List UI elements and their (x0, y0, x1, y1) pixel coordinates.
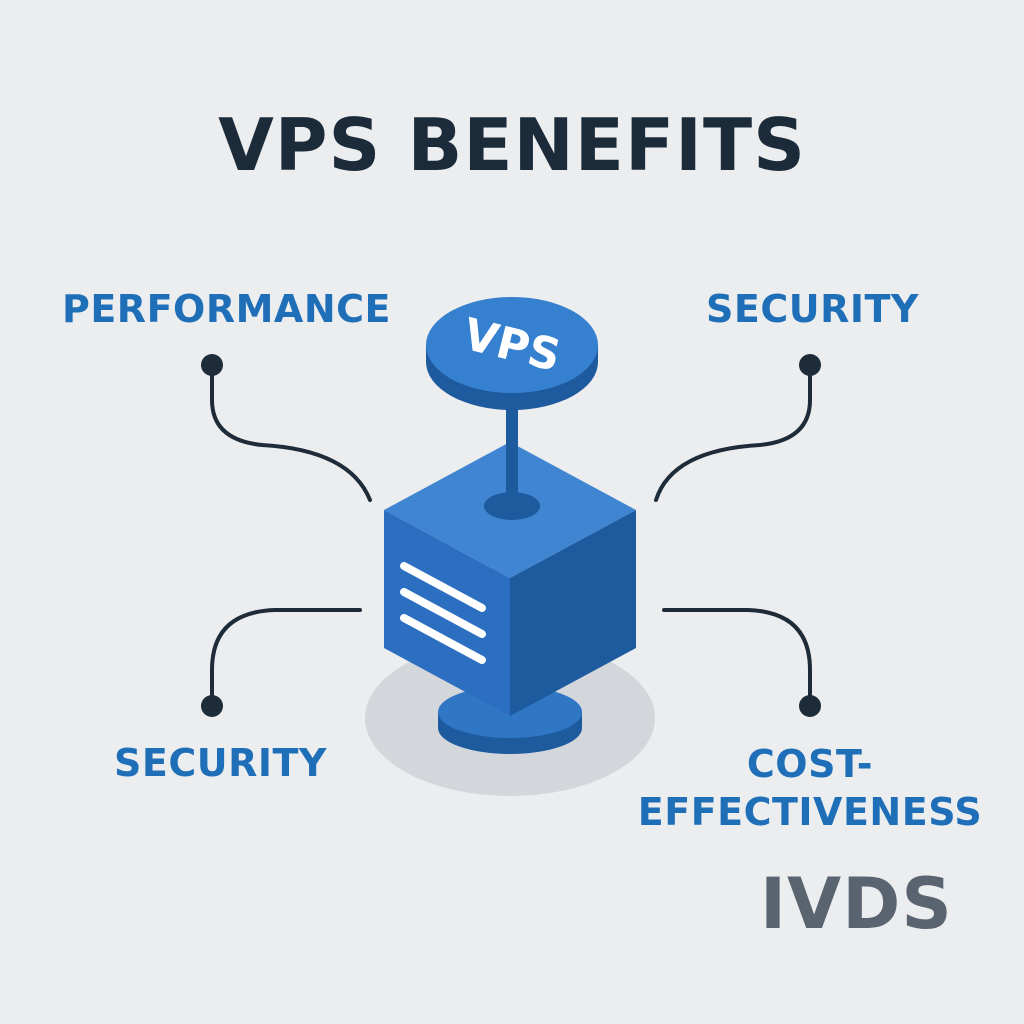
benefit-label-security-bottom: SECURITY (114, 741, 327, 785)
page-title: VPS BENEFITS (218, 103, 806, 187)
benefit-label-cost-line1: COST- (746, 742, 874, 786)
benefit-label-performance: PERFORMANCE (62, 287, 391, 331)
connector-bottom-left (210, 608, 362, 707)
benefit-label-cost-line2: EFFECTIVENESS (637, 790, 983, 834)
connector-dot-top-left (201, 354, 223, 376)
badge-mast (506, 400, 518, 508)
connector-dot-bottom-right (799, 695, 821, 717)
brand-logo-text: IVDS (760, 863, 953, 945)
connector-top-left (210, 363, 372, 502)
connector-top-right (654, 363, 812, 502)
connector-bottom-right (662, 608, 812, 707)
server-cube-icon (384, 442, 636, 716)
connector-dot-bottom-left (201, 695, 223, 717)
connector-dot-top-right (799, 354, 821, 376)
vps-badge-icon: VPS (426, 297, 598, 410)
benefit-label-cost-effectiveness: COST- EFFECTIVENESS (600, 740, 1020, 836)
benefit-label-security-top: SECURITY (706, 287, 919, 331)
